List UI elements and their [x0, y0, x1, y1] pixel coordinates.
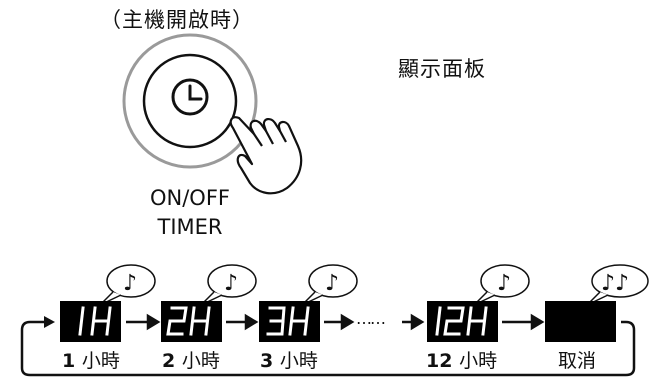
display-digits [78, 306, 488, 336]
music-note-icon: ♪ ♪ ♪ ♪ ♪♪ [123, 271, 629, 296]
loop-arrow [20, 320, 636, 377]
step-label-3: 3 小時 [260, 346, 318, 373]
step-unit: 小時 [279, 350, 318, 372]
timer-button-label[interactable]: ON/OFF TIMER [130, 184, 250, 242]
step-label-12: 12 小時 [426, 346, 497, 373]
loop-arrow-head [44, 316, 55, 328]
step-label-2: 2 小時 [162, 346, 220, 373]
sequence-dots: …… [356, 309, 386, 328]
off-clock-icon [411, 104, 459, 152]
step-label-cancel: 取消 [558, 346, 596, 373]
display-cancel [545, 301, 616, 342]
step-num: 12 [426, 350, 453, 372]
beep-bubble-1 [99, 264, 156, 306]
step-unit: 取消 [558, 350, 597, 372]
svg-text:♪: ♪ [325, 271, 339, 296]
panel-off-text: OFF [443, 136, 485, 161]
panel-title: 顯示面板 [398, 57, 486, 81]
step-label-1: 1 小時 [62, 346, 120, 373]
display-3h [259, 301, 320, 342]
caption-top: （主機開啟時） [100, 8, 254, 32]
step-num: 2 [162, 350, 176, 372]
step-unit: 小時 [81, 350, 120, 372]
svg-text:♪: ♪ [497, 271, 511, 296]
step-arrows [126, 313, 545, 331]
hand-icon [229, 116, 303, 195]
button-label-line1: ON/OFF [149, 186, 230, 210]
step-unit: 小時 [459, 350, 498, 372]
clock-icon [171, 78, 209, 116]
svg-text:♪♪: ♪♪ [601, 271, 629, 296]
step-unit: 小時 [181, 350, 220, 372]
display-1h [60, 301, 121, 342]
step-num: 1 [62, 350, 76, 372]
svg-text:♪: ♪ [224, 271, 238, 296]
svg-text:♪: ♪ [123, 271, 137, 296]
button-inner-ring [142, 53, 238, 149]
button-label-line2: TIMER [157, 215, 223, 239]
step-num: 3 [260, 350, 274, 372]
